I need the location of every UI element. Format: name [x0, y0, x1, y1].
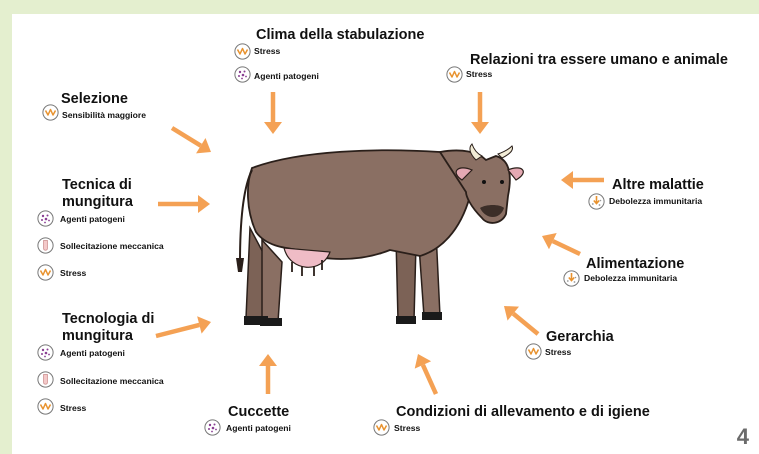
arrow-condizioni: [414, 354, 439, 395]
alimentazione-title: Alimentazione: [586, 256, 685, 272]
condizioni-stress-label: Stress: [394, 423, 421, 433]
stress-icon: [37, 264, 54, 281]
gerarchia-stress-label: Stress: [545, 347, 572, 357]
clima-patogeni-label: Agenti patogeni: [254, 71, 319, 81]
stress-icon: [42, 104, 59, 121]
arrow-clima: [264, 92, 282, 134]
tecnologia-title-line1: Tecnologia di: [62, 311, 155, 327]
arrow-gerarchia: [504, 306, 540, 336]
cuccette-patogeni-label: Agenti patogeni: [226, 423, 291, 433]
arrow-alimentazione: [542, 233, 581, 257]
arrow-relazioni: [471, 92, 489, 134]
stress-icon: [446, 66, 463, 83]
clima-title: Clima della stabulazione: [256, 27, 425, 43]
weakness-icon: [588, 193, 605, 210]
tecnica-stress-label: Stress: [60, 268, 87, 278]
relazioni-title: Relazioni tra essere umano e animale: [470, 52, 728, 68]
relazioni-stress-label: Stress: [466, 69, 493, 79]
gerarchia-title: Gerarchia: [546, 329, 614, 345]
weakness-icon: [563, 270, 580, 287]
selezione-sensibilita-label: Sensibilità maggiore: [62, 110, 147, 120]
tecnica-patogeni-label: Agenti patogeni: [60, 214, 125, 224]
tecnica-title-line2: mungitura: [62, 194, 133, 210]
pathogen-icon: [37, 210, 54, 227]
stress-icon: [37, 398, 54, 415]
pathogen-icon: [37, 344, 54, 361]
teat-icon: [37, 237, 54, 254]
altre-malattie-title: Altre malattie: [612, 177, 704, 193]
selezione-title: Selezione: [61, 91, 128, 107]
tecnologia-sollecitazione-label: Sollecitazione meccanica: [60, 376, 164, 386]
arrow-cuccette: [259, 354, 277, 394]
condizioni-title: Condizioni di allevamento e di igiene: [396, 404, 650, 420]
clima-stress-label: Stress: [254, 46, 281, 56]
tecnologia-title-line2: mungitura: [62, 328, 133, 344]
tecnologia-stress-label: Stress: [60, 403, 87, 413]
arrow-tecnologia: [155, 316, 211, 339]
stress-icon: [373, 419, 390, 436]
pathogen-icon: [204, 419, 221, 436]
altre-debolezza-label: Debolezza immunitaria: [609, 196, 703, 206]
tecnica-sollecitazione-label: Sollecitazione meccanica: [60, 241, 164, 251]
stress-icon: [234, 43, 251, 60]
arrow-selezione: [170, 126, 211, 154]
tecnologia-patogeni-label: Agenti patogeni: [60, 348, 125, 358]
tecnica-title-line1: Tecnica di: [62, 177, 132, 193]
stress-icon: [525, 343, 542, 360]
arrow-tecnica: [158, 195, 210, 213]
arrow-altre: [561, 171, 604, 189]
page-number: 4: [736, 424, 749, 449]
pathogen-icon: [234, 66, 251, 83]
teat-icon: [37, 371, 54, 388]
alimentazione-debolezza-label: Debolezza immunitaria: [584, 273, 678, 283]
cuccette-title: Cuccette: [228, 404, 290, 420]
